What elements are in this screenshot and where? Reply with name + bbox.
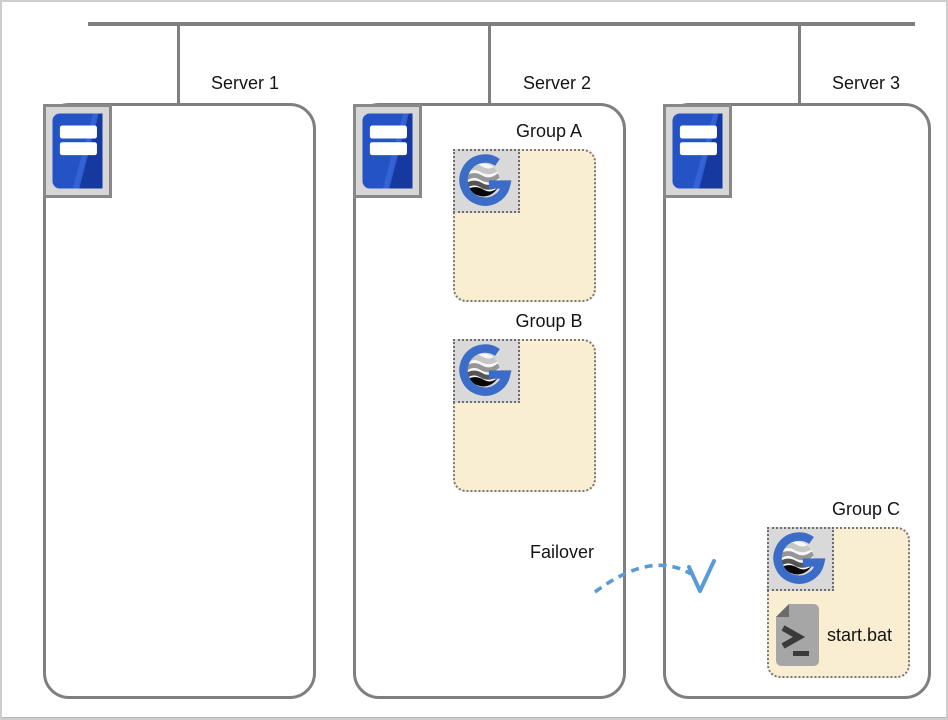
server-tower-icon <box>353 104 422 198</box>
group-b-label: Group B <box>515 311 583 331</box>
server2-connector-line <box>488 24 491 104</box>
group-c-label: Group C <box>831 499 901 519</box>
group-resource-g-logo-icon <box>767 527 834 591</box>
start-bat-label: start.bat <box>827 625 893 645</box>
server1-box <box>43 103 316 699</box>
failover-label: Failover <box>530 542 595 562</box>
group-a-label: Group A <box>515 121 583 141</box>
server1-label: Server 1 <box>210 73 280 93</box>
server2-label: Server 2 <box>522 73 592 93</box>
server3-label: Server 3 <box>831 73 901 93</box>
group-resource-g-logo-icon <box>453 339 520 403</box>
server1-connector-line <box>177 24 180 104</box>
server-tower-icon <box>43 104 112 198</box>
server3-connector-line <box>798 24 801 104</box>
server-tower-icon <box>663 104 732 198</box>
failover-arrow-icon <box>593 559 716 594</box>
group-resource-g-logo-icon <box>453 149 520 213</box>
network-bus-line <box>88 22 915 26</box>
batch-file-icon <box>775 603 820 667</box>
